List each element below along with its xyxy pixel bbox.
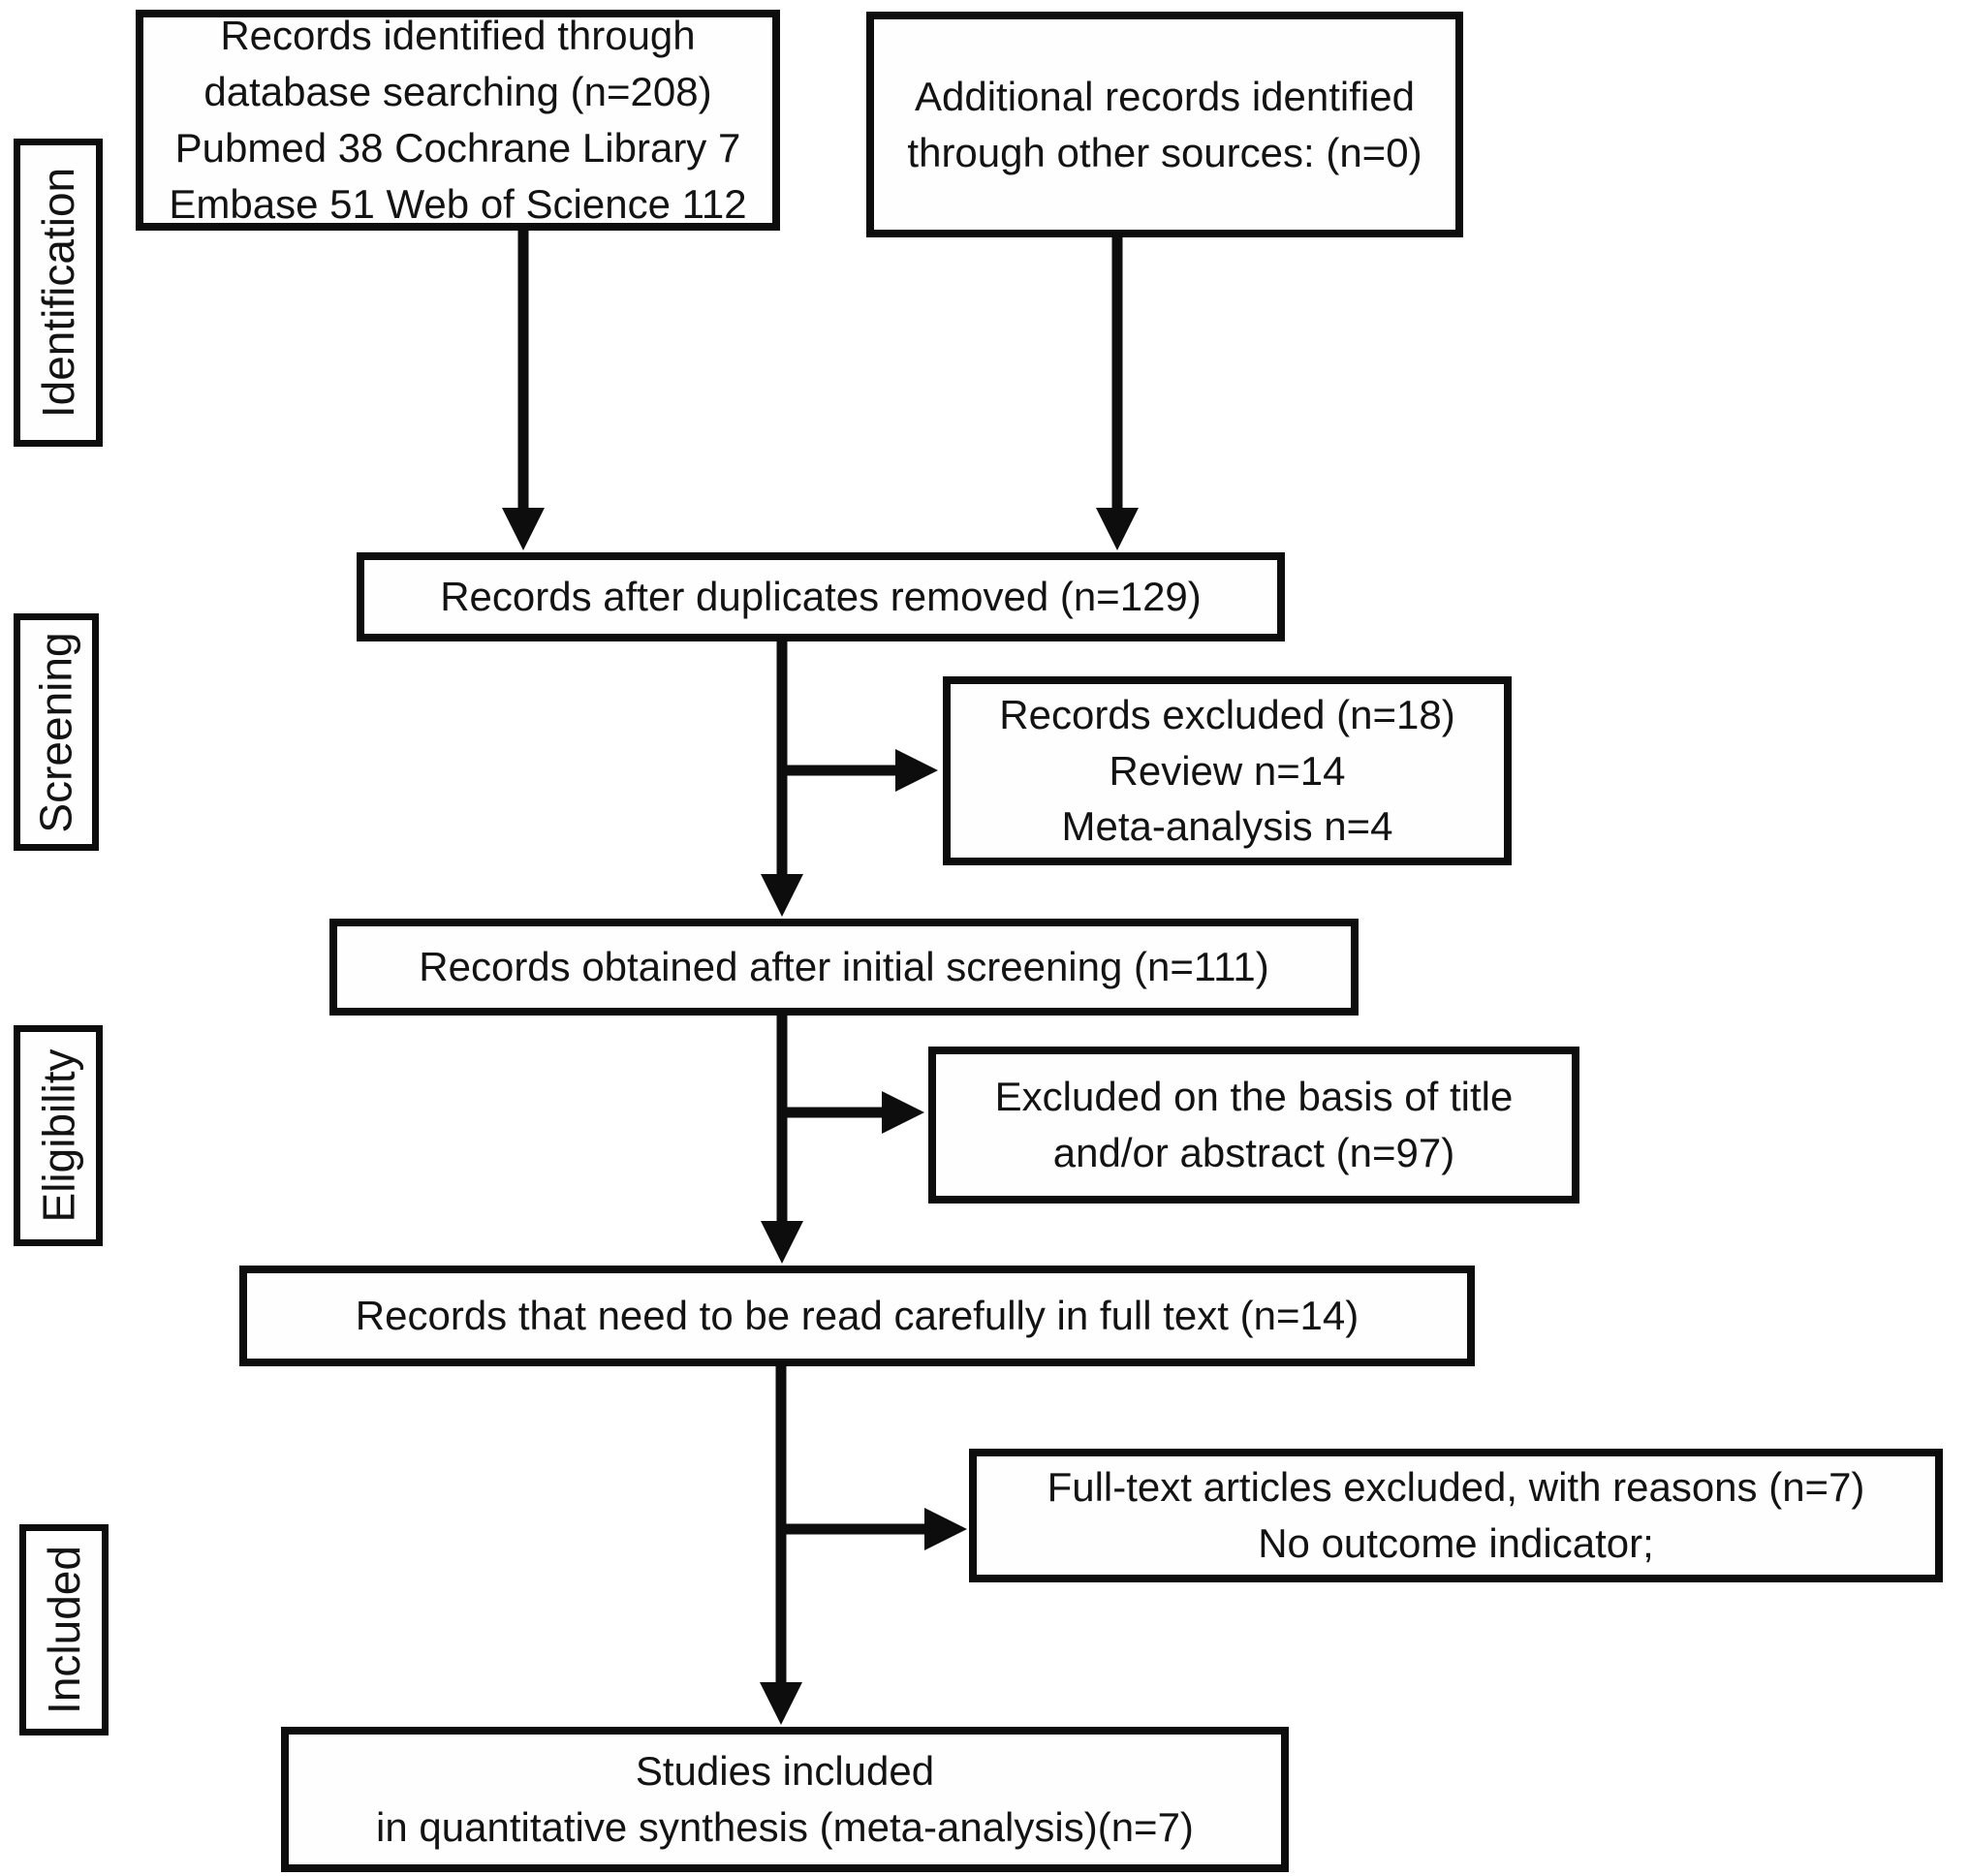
arrow-identified-to-duplicates (502, 229, 545, 550)
arrow-branch-title-abstract (782, 1091, 924, 1134)
box-initial-screening-text: Records obtained after initial screening… (419, 944, 1269, 990)
box-studies-included: Studies included in quantitative synthes… (281, 1727, 1289, 1872)
stage-label-eligibility: Eligibility (33, 1048, 84, 1223)
box-full-text-review: Records that need to be read carefully i… (239, 1266, 1475, 1366)
stage-box-screening: Screening (14, 613, 99, 851)
box-additional-records: Additional records identified through ot… (866, 12, 1463, 237)
box-duplicates-removed: Records after duplicates removed (n=129) (357, 552, 1285, 641)
box-records-excluded: Records excluded (n=18) Review n=14 Meta… (943, 676, 1512, 865)
arrow-fulltext-to-included (760, 1364, 802, 1725)
box-excluded-title-abstract-text: Excluded on the basis of title and/or ab… (994, 1074, 1514, 1175)
stage-label-identification: Identification (33, 167, 83, 419)
arrow-screening-to-fulltext (761, 1014, 803, 1264)
box-excluded-title-abstract: Excluded on the basis of title and/or ab… (928, 1047, 1579, 1204)
box-studies-included-text: Studies included in quantitative synthes… (376, 1748, 1194, 1850)
arrow-branch-fulltext-excluded (781, 1508, 967, 1550)
box-records-excluded-text: Records excluded (n=18) Review n=14 Meta… (999, 691, 1455, 850)
box-additional-records-text: Additional records identified through ot… (907, 73, 1422, 175)
box-initial-screening: Records obtained after initial screening… (329, 919, 1359, 1016)
box-records-identified-text: Records identified through database sear… (169, 13, 747, 227)
box-full-text-excluded: Full-text articles excluded, with reason… (969, 1449, 1943, 1582)
stage-label-screening: Screening (31, 631, 82, 833)
arrow-additional-to-duplicates (1096, 235, 1139, 550)
arrow-duplicates-to-screening (761, 640, 803, 917)
stage-box-eligibility: Eligibility (14, 1025, 103, 1246)
box-full-text-excluded-text: Full-text articles excluded, with reason… (1047, 1464, 1865, 1566)
stage-box-identification: Identification (14, 139, 103, 447)
box-duplicates-removed-text: Records after duplicates removed (n=129) (440, 574, 1202, 620)
stage-label-included: Included (39, 1546, 90, 1714)
box-full-text-review-text: Records that need to be read carefully i… (355, 1293, 1360, 1339)
box-records-identified: Records identified through database sear… (136, 10, 780, 231)
arrow-branch-records-excluded (782, 749, 938, 792)
stage-box-included: Included (19, 1524, 109, 1735)
